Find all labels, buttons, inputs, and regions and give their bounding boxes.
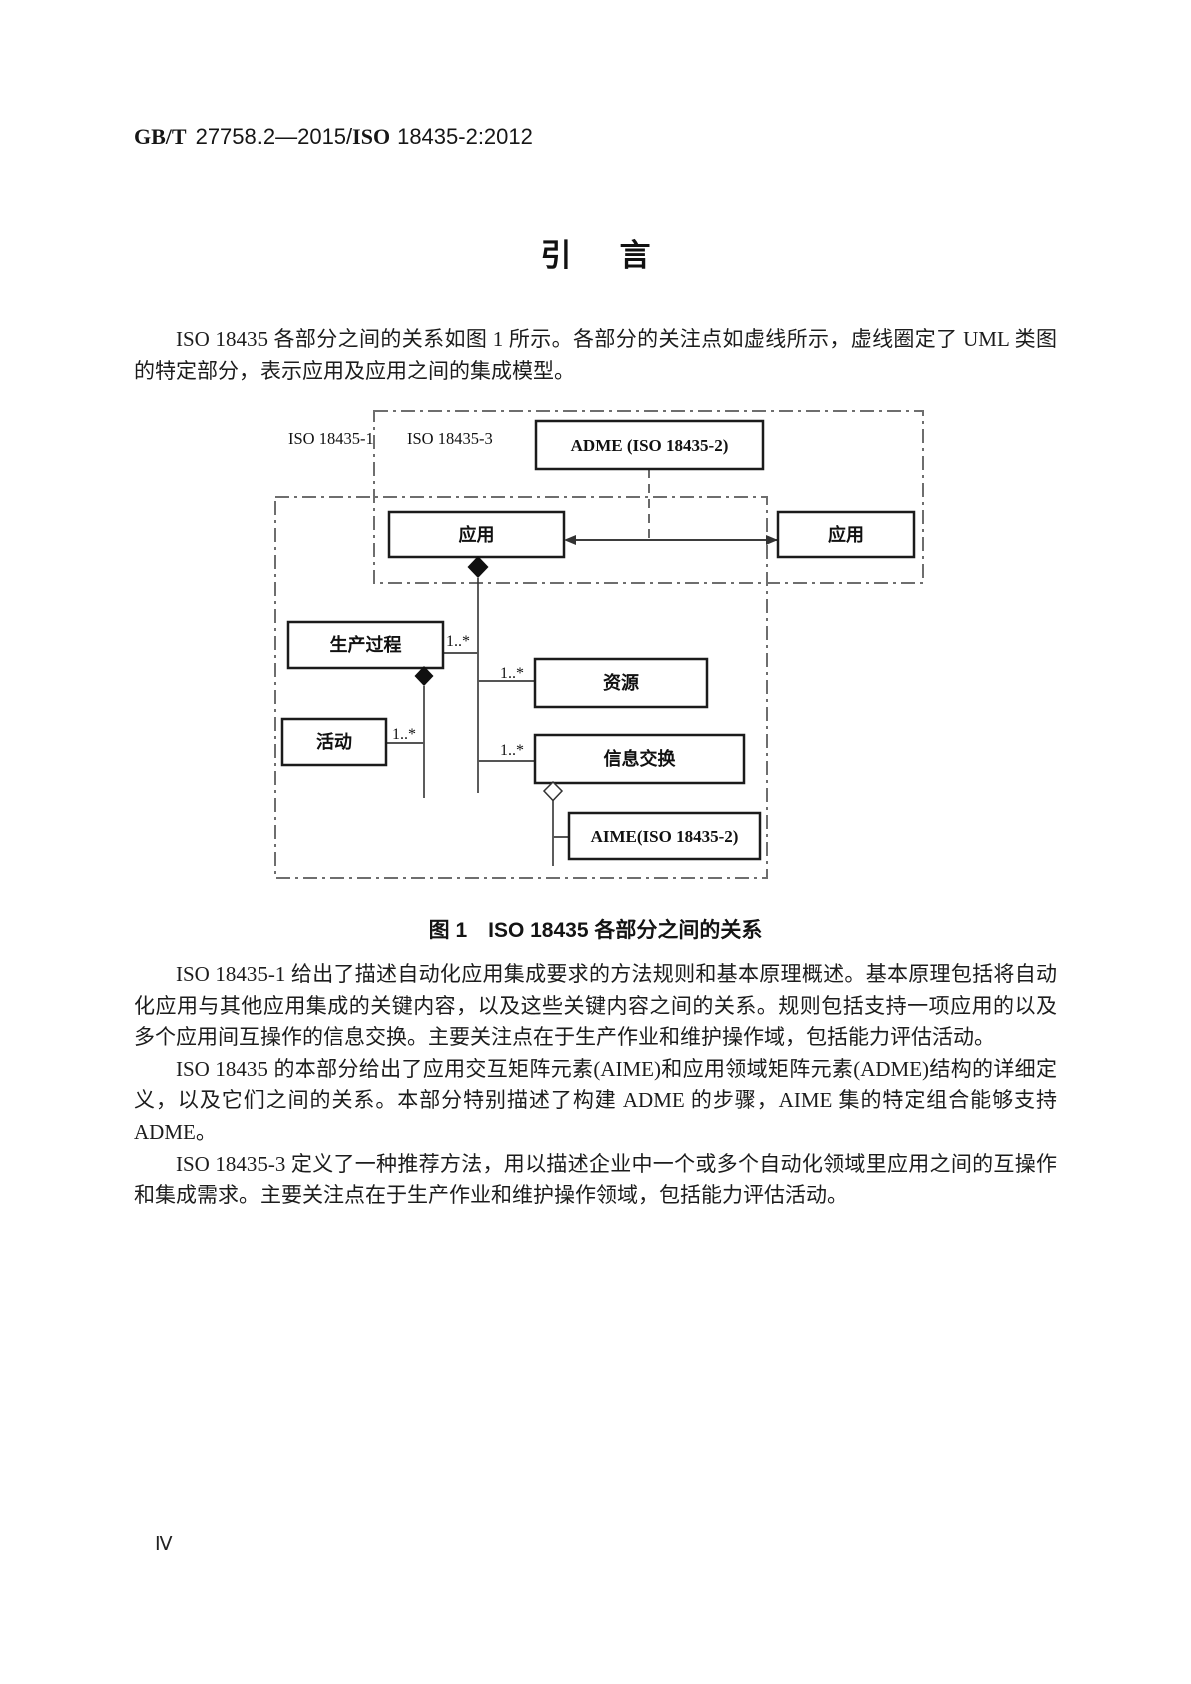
body-paragraph-block: ISO 18435-1 给出了描述自动化应用集成要求的方法规则和基本原理概述。基… xyxy=(134,959,1057,1212)
label-application-left: 应用 xyxy=(459,524,495,545)
label-adme: ADME (ISO 18435-2) xyxy=(571,436,729,455)
uml-diagram-svg: ISO 18435-1 ISO 18435-3 ADME (ISO 18435-… xyxy=(274,410,924,879)
uml-box-resource xyxy=(533,657,709,709)
arrowhead-left-icon xyxy=(564,535,576,545)
label-resource: 资源 xyxy=(603,672,639,693)
uml-box-application-left xyxy=(387,510,566,559)
standard-number-iso: ISO xyxy=(352,124,391,149)
scope-rect-iso18435-1 xyxy=(274,496,768,879)
page-title-char-2: 言 xyxy=(619,238,651,273)
region-label-iso18435-3: ISO 18435-3 xyxy=(407,429,493,448)
scope-rect-iso18435-3 xyxy=(373,410,924,584)
standard-number-gbt: GB/T xyxy=(134,124,187,149)
standard-number-part2: 18435-2:2012 xyxy=(397,124,533,149)
page-number: Ⅳ xyxy=(155,1534,173,1555)
multiplicity-info-exchange: 1..* xyxy=(500,742,524,759)
aggregation-diamond-icon xyxy=(542,780,564,802)
uml-box-aime xyxy=(567,811,762,861)
figure-caption: 图 1 ISO 18435 各部分之间的关系 xyxy=(428,919,763,942)
standard-number-part1: 27758.2—2015/ xyxy=(195,124,353,149)
paragraph-4: ISO 18435-3 定义了一种推荐方法，用以描述企业中一个或多个自动化领域里… xyxy=(134,1151,1057,1208)
label-aime: AIME(ISO 18435-2) xyxy=(591,827,739,846)
paragraph-2: ISO 18435-1 给出了描述自动化应用集成要求的方法规则和基本原理概述。基… xyxy=(134,962,1057,1050)
uml-box-adme xyxy=(534,419,765,471)
label-activity: 活动 xyxy=(316,731,352,752)
multiplicity-activity: 1..* xyxy=(392,726,416,743)
uml-box-activity xyxy=(280,717,388,767)
uml-box-production-process xyxy=(286,620,445,670)
figure-1-uml-diagram: ISO 18435-1 ISO 18435-3 ADME (ISO 18435-… xyxy=(230,400,940,890)
paragraph-1: ISO 18435 各部分之间的关系如图 1 所示。各部分的关注点如虚线所示，虚… xyxy=(134,327,1057,383)
label-info-exchange: 信息交换 xyxy=(604,748,677,769)
composition-diamond-icon xyxy=(467,556,489,578)
label-production-process: 生产过程 xyxy=(330,634,402,655)
region-label-iso18435-1: ISO 18435-1 xyxy=(288,429,374,448)
uml-box-application-right xyxy=(776,510,916,559)
intro-paragraph-block: ISO 18435 各部分之间的关系如图 1 所示。各部分的关注点如虚线所示，虚… xyxy=(134,324,1057,387)
composition-diamond-icon xyxy=(414,666,434,686)
page-title: 引 言 xyxy=(0,230,1191,275)
multiplicity-process: 1..* xyxy=(446,633,470,650)
arrowhead-right-icon xyxy=(766,535,778,545)
paragraph-3: ISO 18435 的本部分给出了应用交互矩阵元素(AIME)和应用领域矩阵元素… xyxy=(134,1056,1057,1144)
page-title-char-1: 引 xyxy=(540,238,572,273)
uml-box-info-exchange xyxy=(533,733,746,785)
multiplicity-resource: 1..* xyxy=(500,665,524,682)
label-application-right: 应用 xyxy=(828,524,864,545)
